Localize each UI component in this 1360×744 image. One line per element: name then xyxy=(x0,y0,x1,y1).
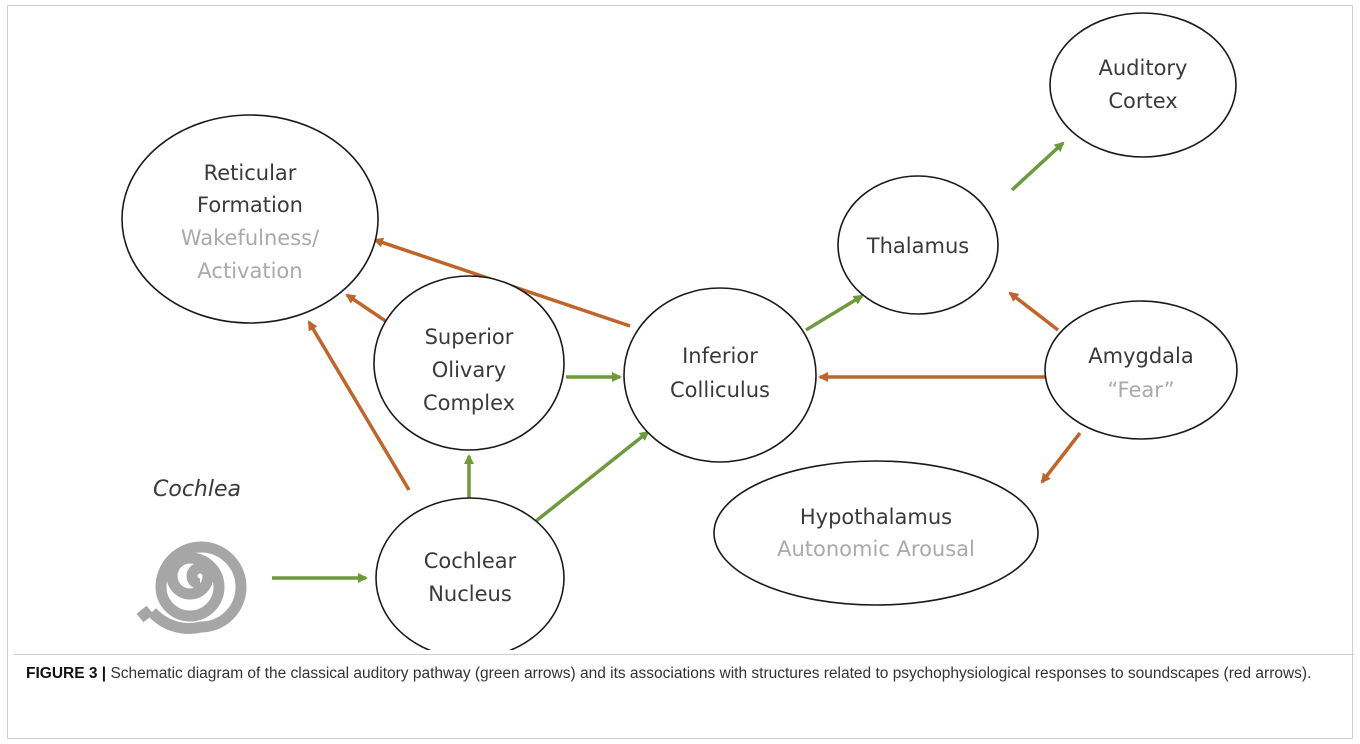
arrow-cochlear-nucleus-to-reticular-formation xyxy=(307,320,411,491)
amygdala-sub: “Fear” xyxy=(1107,378,1174,402)
green-arrows xyxy=(272,141,1065,583)
superior-title-1: Superior xyxy=(425,325,514,349)
node-superior-olivary-complex: Superior Olivary Complex xyxy=(373,275,565,451)
node-thalamus: Thalamus xyxy=(837,175,999,315)
reticular-title-2: Formation xyxy=(197,193,303,217)
node-hypothalamus: Hypothalamus Autonomic Arousal xyxy=(713,460,1039,606)
reticular-title-1: Reticular xyxy=(204,161,297,185)
cochlea-label: Cochlea xyxy=(153,477,241,502)
inferior-title-2: Colliculus xyxy=(670,378,770,402)
inferior-title-1: Inferior xyxy=(682,344,758,368)
figure-caption: FIGURE 3 | Schematic diagram of the clas… xyxy=(14,654,1354,685)
caption-divider xyxy=(14,654,1354,655)
arrow-superior-olivary-to-reticular-formation xyxy=(345,293,388,324)
cochlear-title-2: Nucleus xyxy=(428,582,512,606)
auditory-title-1: Auditory xyxy=(1099,56,1188,80)
arrow-thalamus-to-auditory-cortex xyxy=(1010,141,1065,192)
reticular-sub-1: Wakefulness/ xyxy=(181,226,320,250)
auditory-pathway-diagram: Reticular Formation Wakefulness/ Activat… xyxy=(121,12,1238,650)
figure-number: FIGURE 3 | xyxy=(26,665,107,682)
hypothalamus-title: Hypothalamus xyxy=(800,505,952,529)
arrow-amygdala-to-thalamus xyxy=(1008,291,1060,332)
reticular-sub-2: Activation xyxy=(197,259,302,283)
arrow-inferior-colliculus-to-thalamus xyxy=(805,294,864,332)
superior-title-3: Complex xyxy=(423,391,515,415)
hypothalamus-sub: Autonomic Arousal xyxy=(777,537,975,561)
arrow-cochlear-nucleus-to-inferior-colliculus xyxy=(534,430,650,523)
node-inferior-colliculus: Inferior Colliculus xyxy=(623,287,817,463)
superior-title-2: Olivary xyxy=(432,358,507,382)
node-amygdala: Amygdala “Fear” xyxy=(1044,300,1238,440)
amygdala-title: Amygdala xyxy=(1088,344,1193,368)
auditory-title-2: Cortex xyxy=(1108,89,1177,113)
caption-text: Schematic diagram of the classical audit… xyxy=(106,665,1312,682)
node-reticular-formation: Reticular Formation Wakefulness/ Activat… xyxy=(121,114,379,324)
cochlea-spiral-icon xyxy=(136,541,247,634)
cochlear-title-1: Cochlear xyxy=(424,549,517,573)
node-auditory-cortex: Auditory Cortex xyxy=(1049,12,1237,158)
node-cochlear-nucleus: Cochlear Nucleus xyxy=(375,497,565,650)
thalamus-title: Thalamus xyxy=(866,234,969,258)
arrow-amygdala-to-hypothalamus xyxy=(1040,431,1082,484)
